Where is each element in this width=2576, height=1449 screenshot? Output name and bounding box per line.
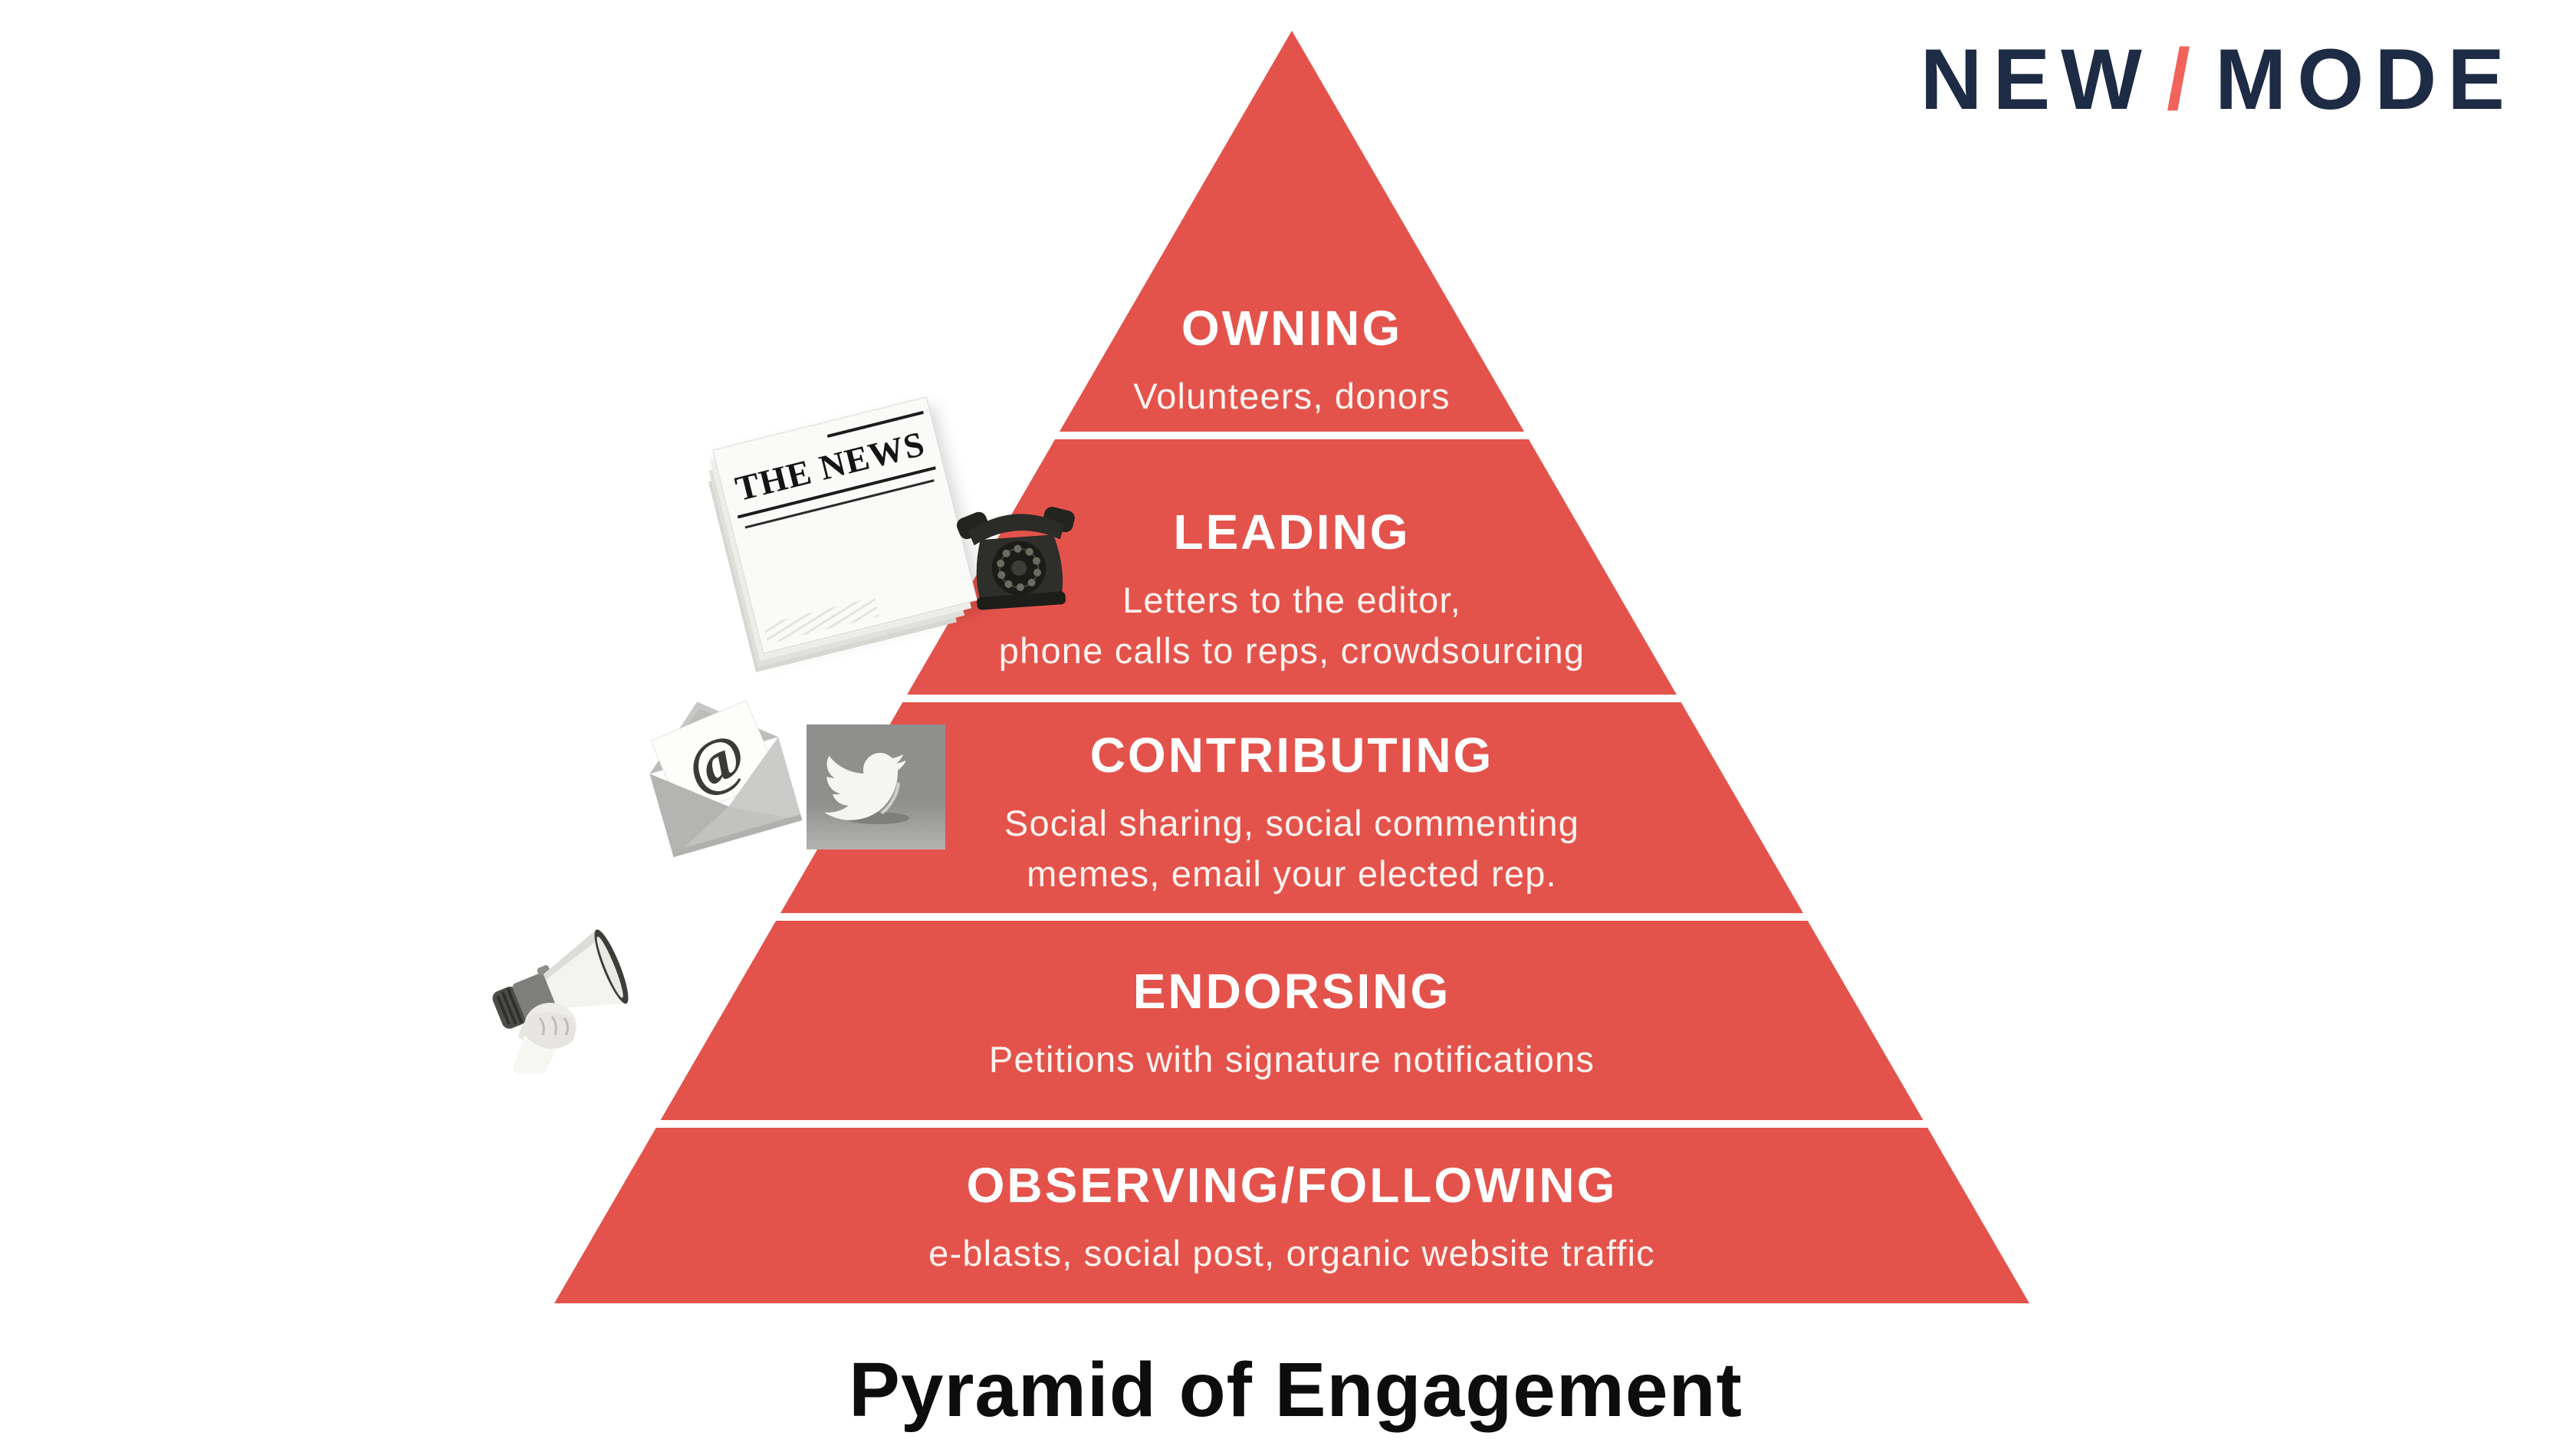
tier-observing-sub: e-blasts, social post, organic website t… (928, 1233, 1655, 1273)
tier-contributing: CONTRIBUTING Social sharing, social comm… (1004, 731, 1579, 899)
tier-contributing-title: CONTRIBUTING (1089, 728, 1494, 783)
megaphone-icon (491, 920, 662, 1077)
newspaper-fold-lines (763, 596, 880, 644)
twitter-tile (807, 724, 945, 849)
brand-word-new: NEW (1920, 31, 2153, 127)
tier-owning-title: OWNING (1181, 301, 1403, 356)
tier-owning-sub: Volunteers, donors (1133, 376, 1451, 416)
tier-endorsing: ENDORSING Petitions with signature notif… (989, 967, 1595, 1085)
page-title: Pyramid of Engagement (849, 1347, 1743, 1433)
tier-contributing-sub-2: memes, email your elected rep. (1027, 853, 1557, 894)
tier-observing-title: OBSERVING/FOLLOWING (966, 1158, 1618, 1213)
tier-leading-sub-2: phone calls to reps, crowdsourcing (998, 630, 1585, 671)
brand-logo: NEW/MODE (1921, 37, 2515, 123)
tier-owning: OWNING Volunteers, donors (1133, 304, 1451, 422)
brand-slash-icon: / (2166, 31, 2201, 127)
tier-endorsing-title: ENDORSING (1132, 964, 1451, 1019)
brand-word-mode: MODE (2215, 31, 2515, 127)
newspaper-icon: THE NEWS (712, 396, 978, 654)
tier-leading-title: LEADING (1173, 504, 1411, 560)
tier-observing: OBSERVING/FOLLOWING e-blasts, social pos… (928, 1161, 1655, 1279)
tier-contributing-sub-1: Social sharing, social commenting (1004, 803, 1580, 843)
rotary-phone-icon (951, 495, 1086, 617)
tier-leading-sub-1: Letters to the editor, (1122, 580, 1461, 620)
twitter-bird-icon (824, 753, 909, 824)
tier-endorsing-sub: Petitions with signature notifications (988, 1039, 1595, 1079)
envelope-email-icon: @ (629, 685, 811, 867)
tier-leading: LEADING Letters to the editor, phone cal… (999, 508, 1585, 676)
